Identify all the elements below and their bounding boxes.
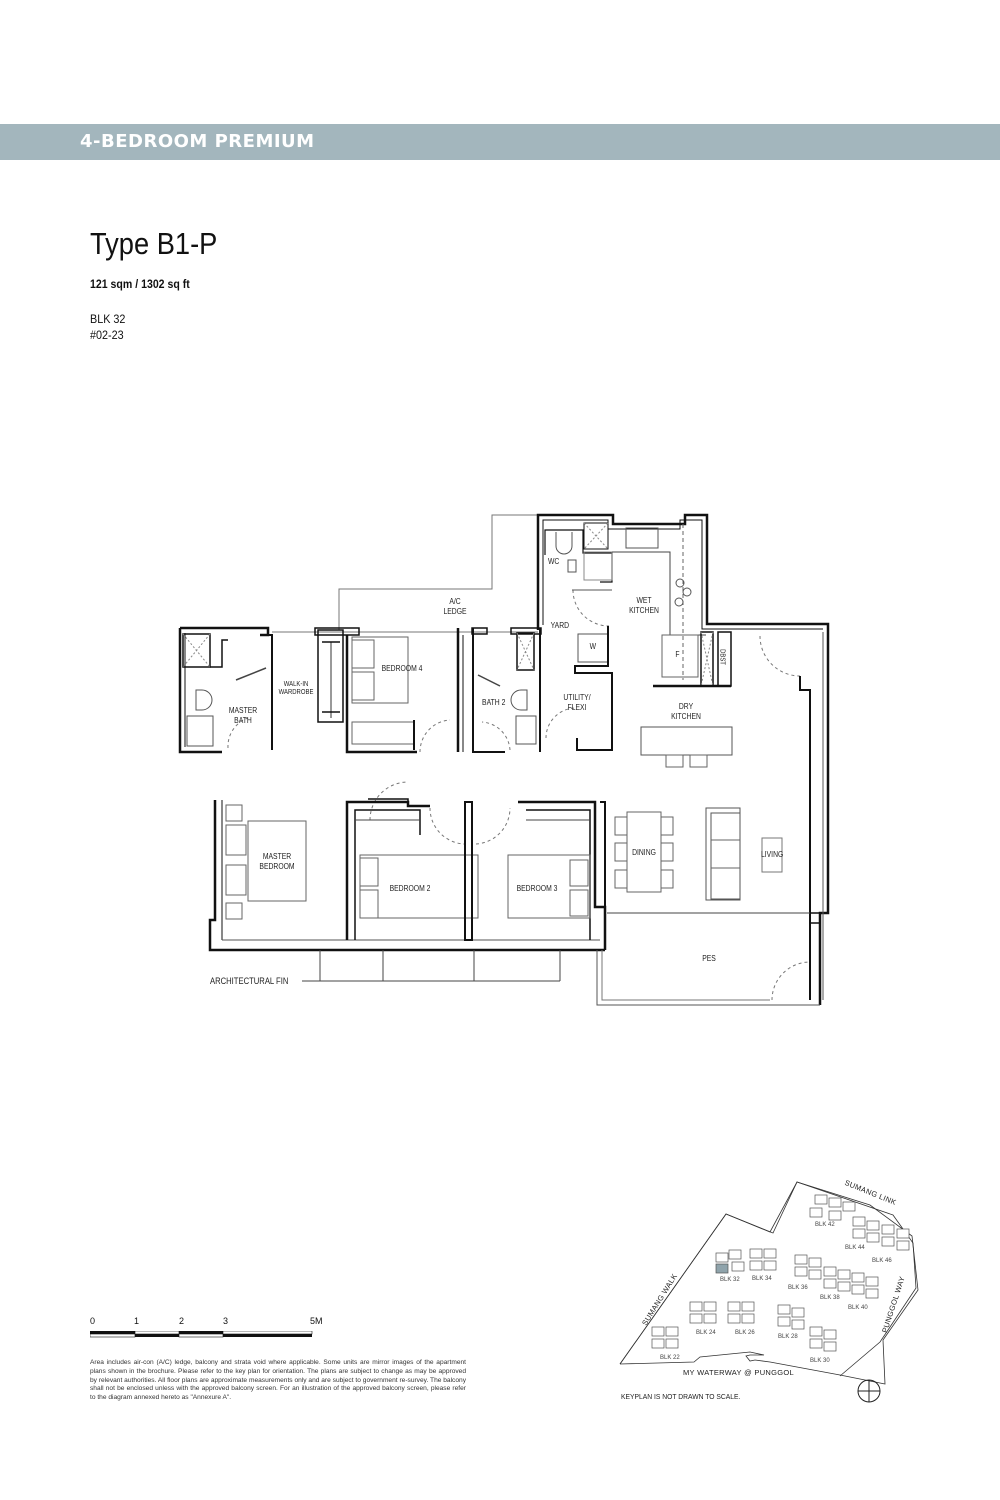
ac-ledge-label-line2: LEDGE [443,607,467,616]
bedroom-4-label: BEDROOM 4 [381,664,423,673]
wet-kitchen-label-line1: WET [636,596,652,605]
disclaimer-text: Area includes air-con (A/C) ledge, balco… [90,1359,466,1402]
scale-tick-3: 3 [223,1316,229,1326]
dbst-label: DBST [718,649,726,665]
wet-kitchen-label-line2: KITCHEN [629,606,659,615]
wc-label: WC [547,557,560,566]
walk-in-label-line2: WARDROBE [278,689,314,696]
master-bedroom-label: MASTER BEDROOM [257,852,296,872]
unit-location: BLK 32 #02-23 [90,311,125,343]
dry-kitchen-label-line2: KITCHEN [671,712,701,721]
unit-type-title: Type B1-P [90,226,218,261]
bedroom-2-label: BEDROOM 2 [389,884,431,893]
utility-label-line1: UTILITY/ [563,693,591,702]
bedroom-3-label: BEDROOM 3 [516,884,558,893]
yard-label: YARD [550,621,570,630]
architectural-fin-label: ARCHITECTURAL FIN [210,976,289,986]
dry-kitchen-label: DRY KITCHEN [667,702,704,722]
wet-kitchen-label: WET KITCHEN [626,596,662,616]
master-bath-label-line1: MASTER [228,706,258,715]
category-banner: 4-BEDROOM PREMIUM [0,124,1000,160]
fridge-label: F [675,650,680,659]
category-title: 4-BEDROOM PREMIUM [80,131,315,152]
block-number: BLK 32 [90,312,126,326]
scale-bar-graphic [90,1331,313,1338]
master-bath-label: MASTER BATH [226,706,260,726]
scale-bar: 0 1 2 3 5M [90,1316,330,1346]
pes-label: PES [702,954,716,963]
ac-ledge-label-line1: A/C [449,597,461,606]
utility-label-line2: FLEXI [567,703,587,712]
scale-tick-0: 0 [90,1316,96,1326]
dry-kitchen-label-line1: DRY [678,702,694,711]
dining-label: DINING [632,848,656,857]
scale-tick-5m: 5M [310,1316,323,1326]
keyplan-note: KEYPLAN IS NOT DRAWN TO SCALE. [621,1392,741,1401]
living-label: LIVING [760,850,784,859]
scale-tick-1: 1 [134,1316,140,1326]
master-bedroom-label-line1: MASTER [262,852,292,861]
unit-number: #02-23 [90,328,124,342]
ac-ledge-label: A/C LEDGE [438,597,472,617]
washer-label: W [589,642,596,651]
scale-tick-2: 2 [179,1316,185,1326]
walk-in-wardrobe-label: WALK-IN WARDROBE [276,681,315,697]
walk-in-label-line1: WALK-IN [283,681,309,688]
master-bath-label-line2: BATH [234,716,252,725]
bath-2-label: BATH 2 [482,698,506,707]
utility-flexi-label: UTILITY/ FLEXI [558,693,595,713]
master-bedroom-label-line2: BEDROOM [259,862,295,871]
unit-area: 121 sqm / 1302 sq ft [90,277,190,291]
